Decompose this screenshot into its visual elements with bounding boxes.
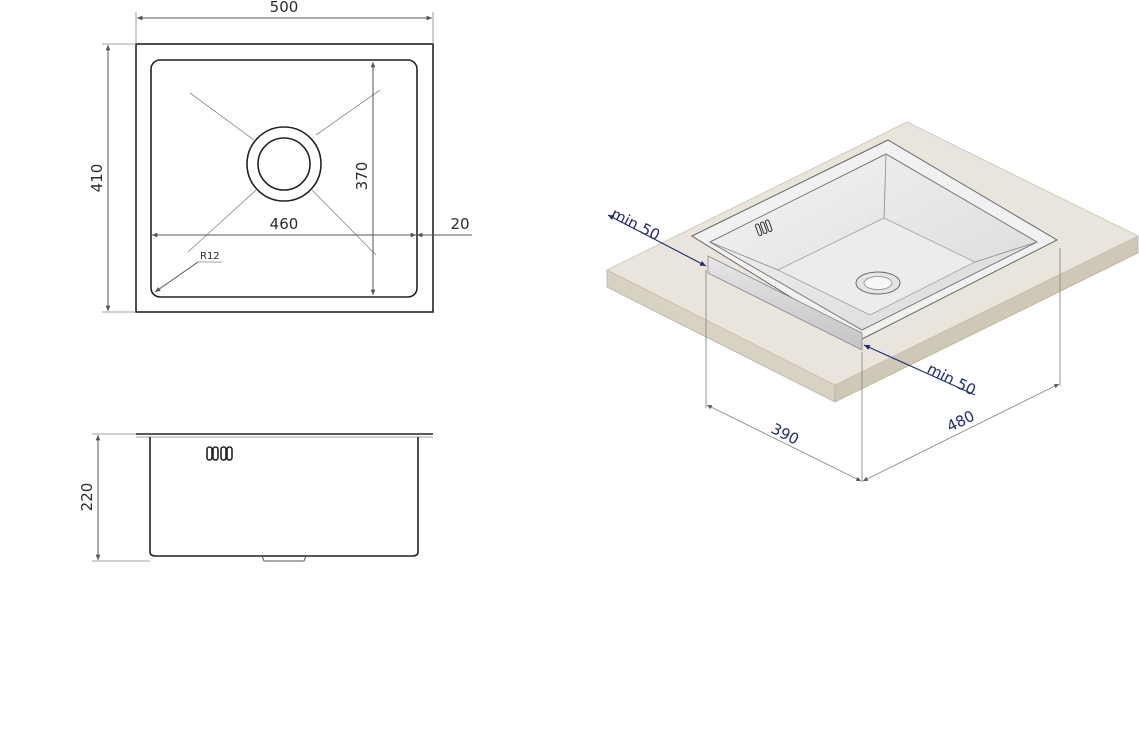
sink-outer-rim <box>135 43 434 313</box>
top-view: 500 410 370 460 20 R12 <box>88 0 472 313</box>
cutout-width-dimension-line <box>862 383 1060 482</box>
slope-line <box>311 189 377 256</box>
isometric-view: min 50 min 50 390 480 <box>606 121 1139 482</box>
side-view: 220 <box>78 433 433 562</box>
cutout-width-label: 480 <box>944 407 978 436</box>
drain-inner-circle <box>257 137 311 191</box>
depth-dimension-label: 220 <box>78 483 96 512</box>
inner-width-dimension-label: 460 <box>270 215 299 233</box>
drain-outer-circle <box>246 126 322 202</box>
rim-dimension-label: 20 <box>450 215 469 233</box>
min-left-label: min 50 <box>608 205 663 245</box>
cutout-depth-dimension-line <box>706 404 862 482</box>
height-dimension-label: 410 <box>88 164 106 193</box>
side-drain-bump <box>261 555 307 562</box>
width-dimension-label: 500 <box>270 0 299 16</box>
radius-leader-line <box>154 261 199 293</box>
inner-height-dimension-label: 370 <box>353 162 371 191</box>
radius-label: R12 <box>200 251 220 262</box>
cutout-depth-label: 390 <box>768 420 802 449</box>
sink-inner-bowl <box>150 59 418 298</box>
slope-line <box>315 89 381 136</box>
slope-line <box>187 189 257 253</box>
iso-overflow-slots-icon <box>754 219 773 237</box>
overflow-slots-icon <box>206 446 233 461</box>
slope-line <box>189 92 255 141</box>
iso-sink-body-side <box>707 255 863 351</box>
side-bowl-profile <box>149 437 419 557</box>
min-right-label: min 50 <box>924 360 979 400</box>
min-left-dimension-line <box>607 214 707 267</box>
